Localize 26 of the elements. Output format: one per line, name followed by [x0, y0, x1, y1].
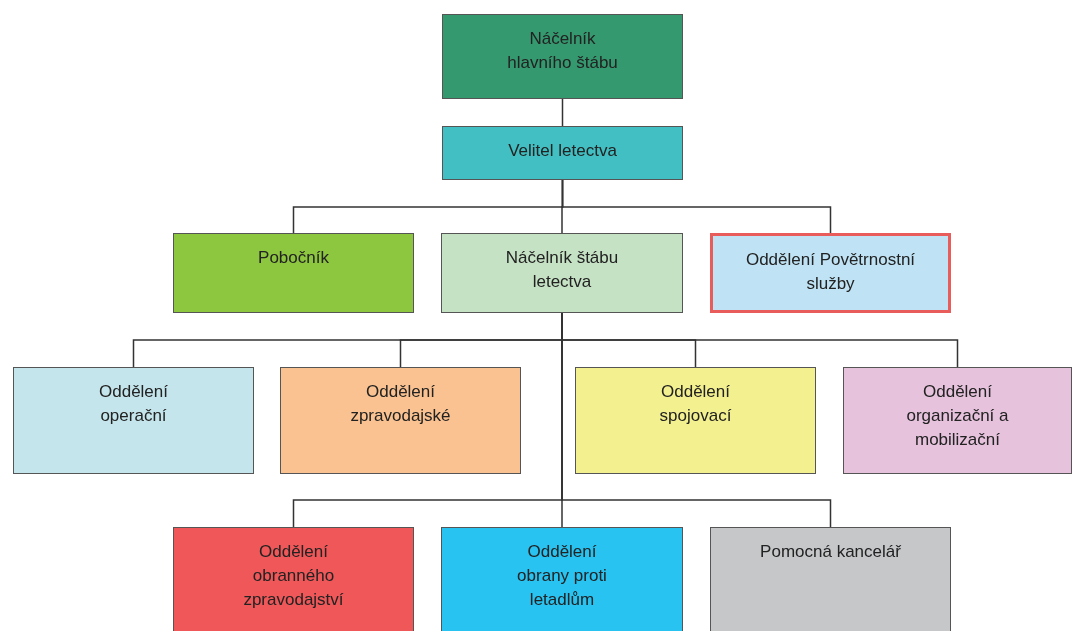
box-label: Oddělení obrany proti letadlům — [516, 541, 608, 611]
box-label: Pobočník — [257, 247, 330, 269]
org-box — [13, 367, 254, 474]
box-label: Oddělení Povětrnostní služby — [744, 249, 917, 295]
org-box — [442, 14, 683, 99]
org-box — [710, 527, 951, 631]
org-box — [441, 527, 683, 631]
org-box — [173, 527, 414, 631]
org-box — [575, 367, 816, 474]
connector-line — [561, 179, 832, 234]
box-label: Oddělení organizační a mobilizační — [905, 381, 1010, 451]
box-label: Velitel letectva — [507, 140, 618, 162]
box-label: Náčelník hlavního štábu — [506, 28, 619, 74]
connector-line — [561, 98, 564, 127]
org-box — [710, 233, 951, 313]
box-label: Oddělení spojovací — [658, 381, 733, 427]
box-label: Pomocná kancelář — [759, 541, 902, 563]
box-label: Oddělení zpravodajské — [349, 381, 452, 427]
org-box — [441, 233, 683, 313]
org-box — [442, 126, 683, 180]
org-box — [843, 367, 1072, 474]
box-label: Oddělení operační — [98, 381, 169, 427]
box-label: Oddělení obranného zpravodajství — [242, 541, 345, 611]
box-label: Náčelník štábu letectva — [504, 247, 620, 293]
org-box — [280, 367, 521, 474]
org-box — [173, 233, 414, 313]
